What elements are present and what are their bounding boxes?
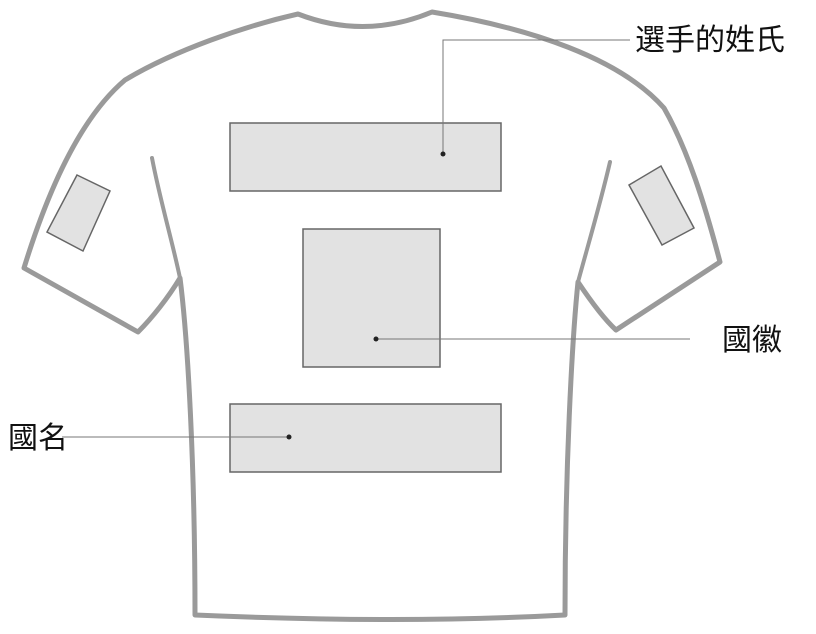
left-sleeve-patch (45, 174, 111, 253)
left-sleeve-seam (150, 156, 182, 280)
player-name-anchor (440, 151, 446, 157)
country-name-anchor (286, 434, 292, 440)
country-name-panel (229, 403, 502, 473)
right-sleeve-patch (627, 164, 696, 247)
emblem-label: 國徽 (722, 323, 782, 358)
right-sleeve-seam (576, 160, 612, 284)
emblem-anchor (373, 336, 379, 342)
player-name-panel (229, 122, 502, 192)
emblem-panel (302, 228, 441, 368)
player-name-leader (442, 39, 630, 154)
country-name-label: 國名 (8, 421, 68, 456)
player-name-label: 選手的姓氏 (635, 23, 785, 58)
